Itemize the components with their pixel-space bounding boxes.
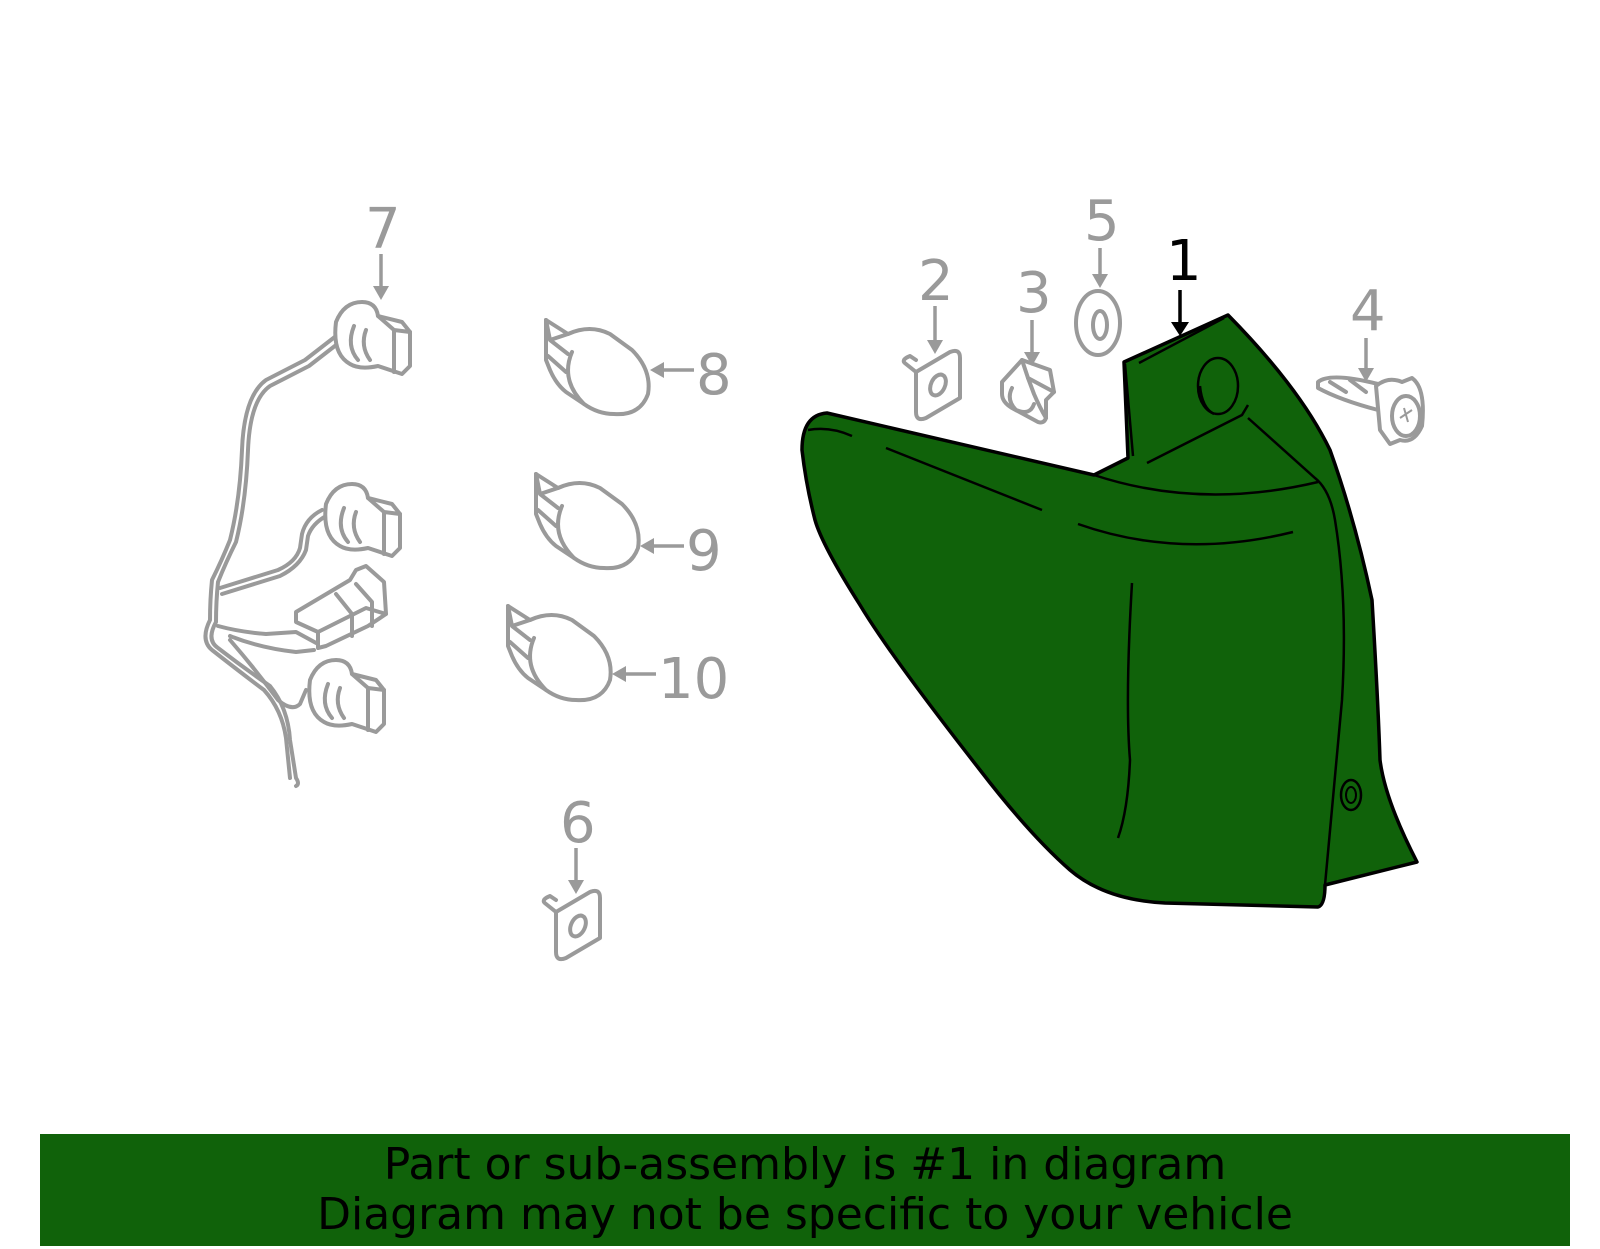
callout-10: 10 <box>658 647 729 712</box>
part-6-clip[interactable] <box>541 888 602 962</box>
callout-6: 6 <box>560 791 596 856</box>
info-banner: Part or sub-assembly is #1 in diagram Di… <box>40 1134 1570 1246</box>
callout-2: 2 <box>918 249 954 314</box>
part-4-screw[interactable] <box>1316 375 1425 446</box>
callout-1: 1 <box>1166 229 1202 294</box>
leader-lines <box>373 248 1374 894</box>
banner-line-part-info: Part or sub-assembly is #1 in diagram <box>383 1139 1227 1190</box>
mounting-hole <box>1196 356 1240 416</box>
tail-lamp-body <box>800 313 1419 909</box>
callout-4: 4 <box>1350 279 1386 344</box>
callout-3: 3 <box>1016 261 1052 326</box>
part-1-tail-lamp-assembly[interactable] <box>800 313 1419 909</box>
callout-8: 8 <box>696 343 732 408</box>
part-10-bulb[interactable] <box>506 604 613 703</box>
adjuster-hole <box>1339 778 1363 812</box>
part-2-clip[interactable] <box>901 348 962 422</box>
part-7-wiring-harness[interactable] <box>203 300 412 788</box>
callout-9: 9 <box>686 519 722 584</box>
part-5-grommet[interactable] <box>1074 289 1122 357</box>
banner-line-disclaimer: Diagram may not be specific to your vehi… <box>317 1189 1293 1240</box>
part-9-bulb[interactable] <box>534 472 641 571</box>
part-3-nut[interactable] <box>1000 358 1056 425</box>
callout-5: 5 <box>1084 189 1120 254</box>
part-8-bulb[interactable] <box>544 318 651 417</box>
callout-7: 7 <box>365 197 401 262</box>
